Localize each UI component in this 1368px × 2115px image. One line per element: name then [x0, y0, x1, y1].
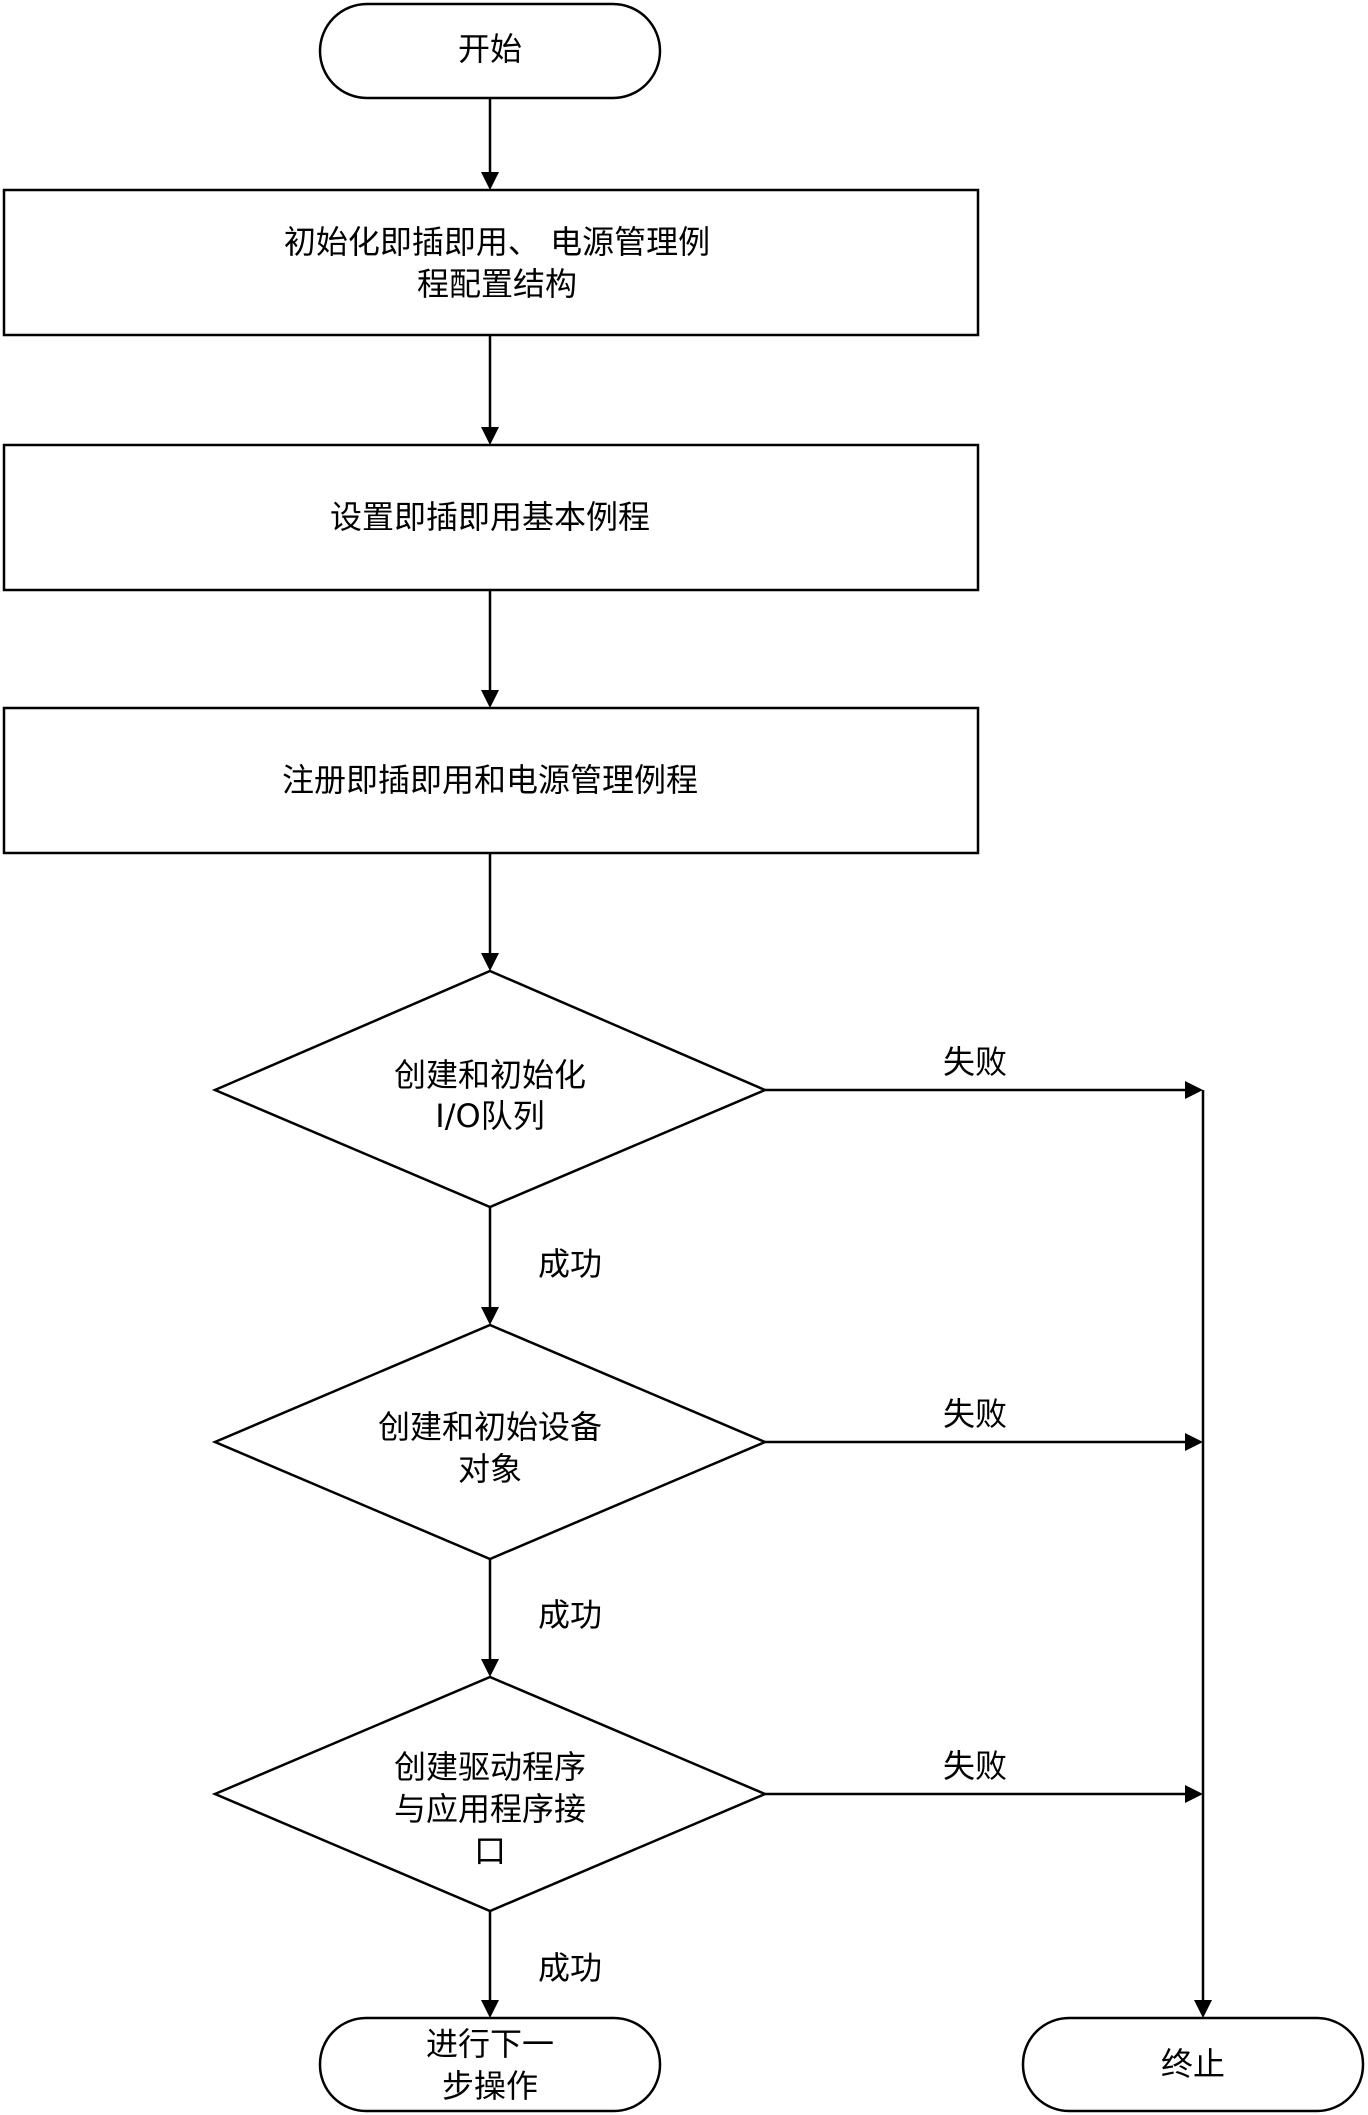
arrow-fail-1: 失败	[765, 1043, 1203, 1099]
set-basic-node: 设置即插即用基本例程	[2, 443, 980, 592]
start-label: 开始	[458, 30, 522, 68]
io-queue-line-1: 创建和初始化	[394, 1056, 586, 1094]
init-config-node: 初始化即插即用、 电源管理例 程配置结构	[2, 188, 980, 337]
app-interface-line-3: 口	[474, 1832, 506, 1870]
register-label: 注册即插即用和电源管理例程	[282, 761, 698, 799]
arrow-set-basic-to-register	[481, 590, 499, 708]
init-config-line-2: 程配置结构	[417, 265, 577, 303]
start-node: 开始	[318, 2, 662, 100]
io-queue-line-2: I/O队列	[435, 1097, 544, 1135]
arrow-fail-2: 失败	[765, 1395, 1203, 1451]
fail-1-label: 失败	[943, 1043, 1007, 1081]
success-1-label: 成功	[538, 1245, 602, 1283]
arrow-success-3: 成功	[481, 1911, 602, 2018]
arrow-to-terminate	[1194, 1090, 1212, 2018]
success-3-label: 成功	[538, 1949, 602, 1987]
arrow-register-to-io-queue	[481, 853, 499, 971]
next-step-line-1: 进行下一	[426, 2025, 554, 2063]
device-object-line-1: 创建和初始设备	[378, 1408, 602, 1446]
arrow-fail-3: 失败	[765, 1747, 1203, 1803]
next-step-line-2: 步操作	[442, 2067, 538, 2105]
io-queue-decision: 创建和初始化 I/O队列	[211, 969, 769, 1209]
arrow-start-to-init	[481, 98, 499, 190]
next-step-node: 进行下一 步操作	[318, 2016, 662, 2113]
set-basic-label: 设置即插即用基本例程	[330, 498, 650, 536]
arrow-init-to-set-basic	[481, 335, 499, 445]
app-interface-decision: 创建驱动程序 与应用程序接 口	[211, 1675, 769, 1913]
device-object-line-2: 对象	[458, 1450, 522, 1488]
register-node: 注册即插即用和电源管理例程	[2, 706, 980, 855]
terminate-node: 终止	[1021, 2016, 1365, 2113]
fail-2-label: 失败	[943, 1395, 1007, 1433]
terminate-label: 终止	[1161, 2045, 1225, 2083]
init-config-line-1: 初始化即插即用、 电源管理例	[284, 223, 710, 261]
fail-3-label: 失败	[943, 1747, 1007, 1785]
app-interface-line-2: 与应用程序接	[394, 1790, 586, 1828]
arrow-success-2: 成功	[481, 1559, 602, 1677]
success-2-label: 成功	[538, 1596, 602, 1634]
device-object-decision: 创建和初始设备 对象	[211, 1323, 769, 1561]
app-interface-line-1: 创建驱动程序	[394, 1748, 586, 1786]
arrow-success-1: 成功	[481, 1207, 602, 1325]
